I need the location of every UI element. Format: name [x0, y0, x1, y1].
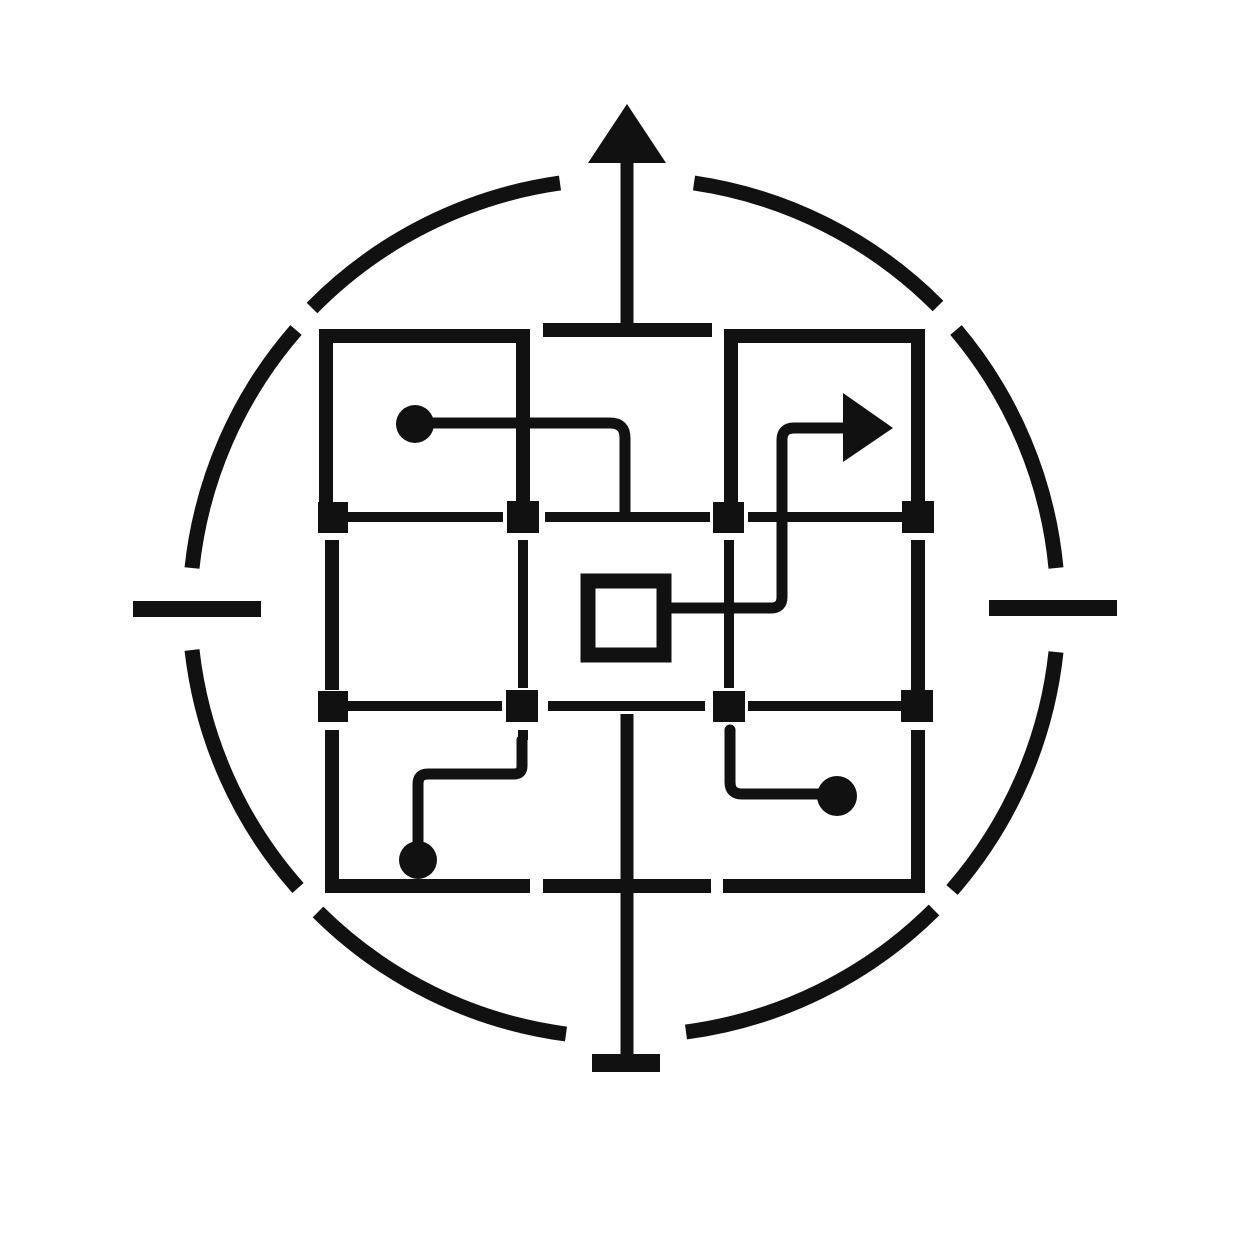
- junction-nodes: [318, 501, 934, 722]
- up-arrow-icon: [588, 104, 666, 163]
- axis-base-bar: [592, 1054, 660, 1072]
- ring-arc-left-upper: [184, 325, 302, 569]
- frame-bottom-right: [723, 730, 925, 893]
- junction-node: [902, 501, 934, 533]
- junction-node: [507, 501, 539, 533]
- junction-node: [713, 502, 744, 533]
- crosshair-ticks: [133, 600, 1117, 617]
- path-endpoints: [396, 393, 893, 879]
- endpoint-dot: [399, 841, 437, 879]
- paths: [412, 417, 851, 861]
- reticle-ring: [184, 175, 1064, 1042]
- junction-node: [901, 690, 933, 722]
- endpoint-dot: [396, 405, 434, 443]
- junction-node: [318, 502, 348, 533]
- junction-node: [318, 691, 348, 722]
- top-right-arrow-path: [662, 422, 851, 614]
- grid-lines: [345, 512, 905, 740]
- endpoint-dot: [817, 776, 857, 816]
- right-arrow-icon: [843, 393, 893, 462]
- ring-arc-top-right: [692, 175, 944, 312]
- junction-node: [713, 691, 745, 722]
- junction-node: [506, 690, 538, 722]
- ring-arc-right-lower: [946, 651, 1064, 895]
- ring-arc-bottom-right: [685, 904, 940, 1040]
- ring-arc-right-upper: [950, 325, 1064, 569]
- top-left-path: [414, 417, 631, 518]
- ring-arc-bottom-left: [312, 906, 567, 1042]
- ring-arc-left-lower: [184, 649, 304, 893]
- bottom-left-path: [412, 734, 528, 861]
- frame-bottom-left: [325, 730, 530, 893]
- ring-arc-top-left: [306, 175, 562, 314]
- frame-top-right: [724, 329, 925, 508]
- center-square: [580, 573, 672, 663]
- bottom-right-path: [724, 724, 836, 800]
